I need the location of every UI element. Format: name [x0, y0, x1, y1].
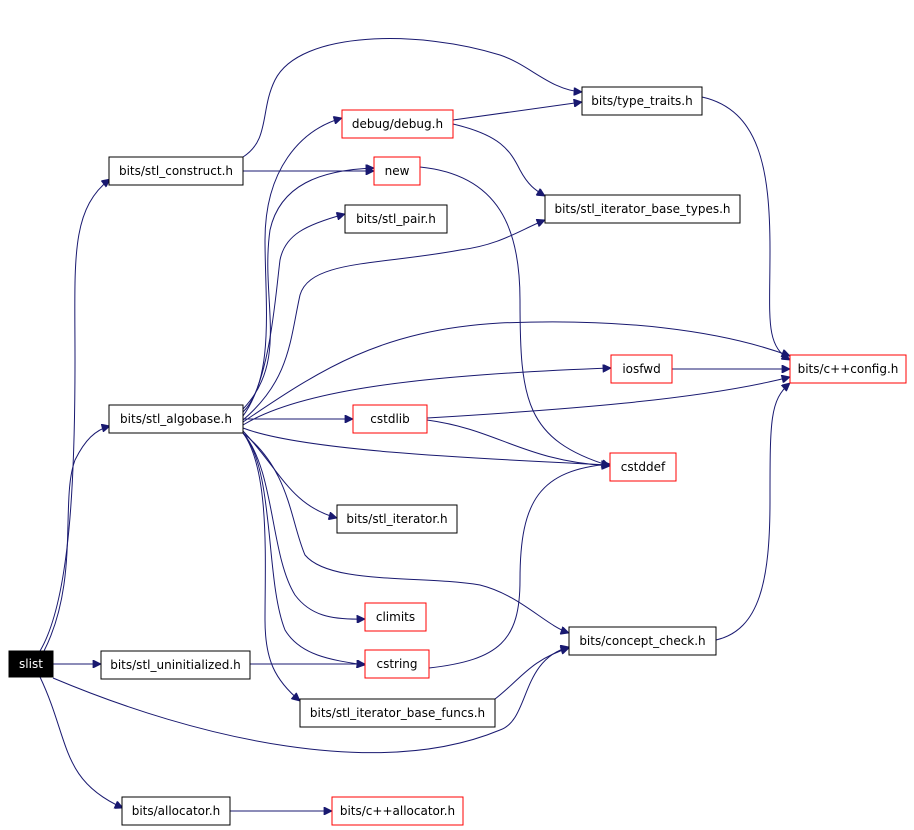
node-label: bits/stl_uninitialized.h — [110, 658, 241, 672]
edge-debug-to-type_traits — [452, 102, 582, 121]
node-box — [581, 86, 703, 116]
edge-cstdlib-to-cstddef — [426, 419, 610, 466]
node-cxxconfig[interactable]: bits/c++config.h — [789, 354, 907, 384]
edge-stl_algobase-to-cstring — [242, 432, 365, 665]
node-box — [344, 204, 448, 234]
node-slist[interactable]: slist — [8, 650, 54, 678]
node-climits[interactable]: climits — [364, 602, 427, 632]
node-new[interactable]: new — [373, 156, 421, 186]
edge-type_traits-to-cxxconfig — [701, 96, 790, 360]
edge-new-to-cstddef — [419, 166, 610, 466]
node-box — [568, 626, 717, 656]
node-stl_uninitialized[interactable]: bits/stl_uninitialized.h — [100, 650, 251, 680]
edge-slist-to-allocator — [39, 676, 123, 808]
edge-stl_algobase-to-iosfwd — [242, 368, 611, 426]
edge-stl_algobase-to-climits — [242, 432, 365, 619]
edge-cstring-to-cstddef — [428, 464, 610, 669]
node-label: bits/c++allocator.h — [340, 804, 455, 818]
edge-stl_algobase-to-cstddef — [242, 427, 610, 465]
node-label: new — [385, 164, 410, 178]
node-label: bits/type_traits.h — [591, 94, 692, 108]
node-iter_base_types[interactable]: bits/stl_iterator_base_types.h — [544, 194, 741, 224]
node-box — [121, 796, 231, 826]
edge-slist-to-stl_construct — [39, 179, 110, 652]
node-box — [789, 354, 907, 384]
node-label: cstdlib — [370, 412, 409, 426]
edge-stl_algobase-to-cxxconfig — [242, 321, 790, 423]
node-box — [341, 109, 454, 139]
node-label: bits/stl_pair.h — [356, 212, 436, 226]
node-stl_pair[interactable]: bits/stl_pair.h — [344, 204, 448, 234]
edge-stl_algobase-to-stl_iterator — [242, 430, 337, 518]
node-box — [364, 649, 430, 679]
node-label: bits/stl_iterator.h — [346, 512, 447, 526]
node-label: bits/stl_algobase.h — [120, 412, 232, 426]
node-box — [364, 602, 427, 632]
node-debug[interactable]: debug/debug.h — [341, 109, 454, 139]
node-iosfwd[interactable]: iosfwd — [610, 354, 673, 384]
node-label: bits/allocator.h — [132, 804, 221, 818]
node-label: bits/c++config.h — [798, 362, 899, 376]
edge-stl_algobase-to-new — [242, 168, 374, 410]
node-label: bits/stl_iterator_base_types.h — [554, 202, 730, 216]
node-box — [609, 452, 677, 482]
edge-stl_algobase-to-debug — [242, 118, 342, 413]
node-type_traits[interactable]: bits/type_traits.h — [581, 86, 703, 116]
node-label: bits/concept_check.h — [579, 634, 705, 648]
node-label: climits — [376, 610, 415, 624]
edge-stl_algobase-to-iter_base_funcs — [242, 432, 300, 701]
nodes-layer: slist bits/stl_construct.h bits/stl_algoba… — [8, 86, 907, 826]
node-label: slist — [19, 657, 43, 671]
node-box — [108, 404, 244, 434]
node-iter_base_funcs[interactable]: bits/stl_iterator_base_funcs.h — [299, 698, 496, 728]
node-box — [544, 194, 741, 224]
edge-slist-to-concept_check — [52, 647, 569, 754]
edge-concept_check-to-cxxconfig — [715, 383, 790, 641]
edge-stl_algobase-to-stl_pair — [242, 214, 345, 417]
node-label: bits/stl_iterator_base_funcs.h — [310, 706, 485, 720]
node-cstdlib[interactable]: cstdlib — [352, 404, 428, 434]
edge-stl_construct-to-type_traits — [242, 38, 582, 158]
edge-stl_algobase-to-iter_base_types — [242, 220, 545, 421]
node-cstring[interactable]: cstring — [364, 649, 430, 679]
node-stl_construct[interactable]: bits/stl_construct.h — [108, 156, 244, 186]
node-cxxallocator[interactable]: bits/c++allocator.h — [331, 796, 464, 826]
node-allocator[interactable]: bits/allocator.h — [121, 796, 231, 826]
edge-stl_algobase-to-concept_check — [242, 432, 569, 633]
edge-cstdlib-to-cxxconfig — [426, 377, 790, 419]
node-label: cstring — [376, 657, 417, 671]
node-label: iosfwd — [622, 362, 660, 376]
node-box — [100, 650, 251, 680]
edges-layer — [39, 38, 790, 811]
edge-debug-to-iter_base_types — [452, 123, 545, 196]
node-box — [610, 354, 673, 384]
edge-iter_base_funcs-to-concept_check — [494, 648, 569, 700]
node-box — [352, 404, 428, 434]
node-box — [8, 650, 54, 678]
node-concept_check[interactable]: bits/concept_check.h — [568, 626, 717, 656]
node-box — [108, 156, 244, 186]
node-label: cstddef — [621, 460, 666, 474]
node-box — [331, 796, 464, 826]
edge-slist-to-stl_algobase — [43, 426, 110, 652]
node-stl_iterator[interactable]: bits/stl_iterator.h — [336, 504, 458, 534]
node-box — [336, 504, 458, 534]
node-stl_algobase[interactable]: bits/stl_algobase.h — [108, 404, 244, 434]
node-cstddef[interactable]: cstddef — [609, 452, 677, 482]
node-label: debug/debug.h — [352, 117, 443, 131]
node-box — [299, 698, 496, 728]
node-box — [373, 156, 421, 186]
node-label: bits/stl_construct.h — [119, 164, 233, 178]
